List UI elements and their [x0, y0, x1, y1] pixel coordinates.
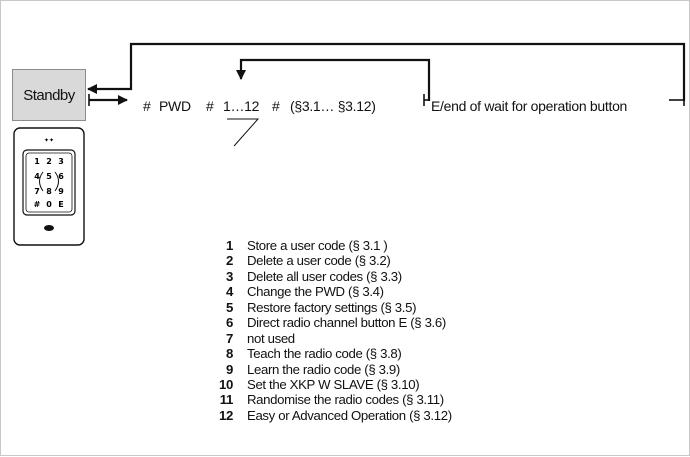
keypad-key: E — [58, 200, 63, 209]
end-of-wait-label: E/end of wait for operation button — [431, 98, 628, 114]
function-number: 9 — [226, 361, 233, 377]
standby-state-box: Standby — [12, 69, 86, 121]
keypad-key: 7 — [34, 187, 40, 196]
function-number: 6 — [226, 315, 233, 331]
keypad-key: 2 — [46, 157, 52, 166]
function-label: Teach the radio code (§ 3.8) — [247, 346, 402, 362]
function-number: 4 — [226, 284, 233, 300]
function-number: 8 — [226, 346, 233, 362]
function-list-item: 10 Set the XKP W SLAVE (§ 3.10) — [213, 377, 452, 392]
function-list-item: 8 Teach the radio code (§ 3.8) — [213, 346, 452, 361]
return-to-selection-arrow — [236, 58, 431, 101]
keypad-key: 1 — [34, 157, 40, 166]
selection-callout-pointer — [227, 118, 260, 147]
standby-label: Standby — [23, 86, 75, 104]
function-list-item: 4 Change the PWD (§ 3.4) — [213, 284, 452, 299]
function-number: 1 — [226, 238, 233, 253]
function-list-item: 3 Delete all user codes (§ 3.3) — [213, 269, 452, 284]
function-label: Store a user code (§ 3.1 ) — [247, 238, 388, 253]
function-label: Direct radio channel button E (§ 3.6) — [247, 315, 446, 331]
function-number: 11 — [219, 392, 234, 408]
function-list-item: 11 Randomise the radio codes (§ 3.11) — [213, 392, 452, 407]
keypad-key: 4 — [34, 172, 40, 181]
function-number: 5 — [226, 299, 233, 315]
function-number: 7 — [226, 330, 233, 346]
function-label: Delete a user code (§ 3.2) — [247, 253, 391, 269]
keypad-sensor-dot — [44, 225, 54, 231]
function-label: Change the PWD (§ 3.4) — [247, 284, 384, 300]
keypad-key: 9 — [58, 187, 64, 196]
function-label: Randomise the radio codes (§ 3.11) — [247, 392, 444, 408]
function-list-item: 1 Store a user code (§ 3.1 ) — [213, 238, 452, 253]
function-list-item: 12 Easy or Advanced Operation (§ 3.12) — [213, 408, 452, 423]
keypad-key: 3 — [58, 157, 64, 166]
function-number: 12 — [219, 407, 233, 423]
function-label: Delete all user codes (§ 3.3) — [247, 268, 402, 284]
function-list-item: 5 Restore factory settings (§ 3.5) — [213, 300, 452, 315]
function-list-item: 2 Delete a user code (§ 3.2) — [213, 253, 452, 268]
function-label: Set the XKP W SLAVE (§ 3.10) — [247, 376, 420, 392]
keypad-key: 5 — [46, 172, 52, 181]
section-range-label: (§3.1… §3.12) — [290, 98, 376, 114]
keypad-key: 6 — [58, 172, 64, 181]
function-number: 10 — [219, 376, 233, 392]
hash-symbol-2: # — [206, 98, 214, 114]
function-list: 1 Store a user code (§ 3.1 ) 2 Delete a use… — [213, 238, 452, 423]
function-list-item: 6 Direct radio channel button E (§ 3.6) — [213, 315, 452, 330]
function-number: 2 — [226, 253, 233, 269]
keypad-key: 8 — [46, 187, 52, 196]
return-to-standby-arrow — [87, 42, 686, 101]
hash-symbol-1: # — [143, 98, 151, 114]
function-range-label: 1…12 — [223, 98, 260, 114]
function-label: Easy or Advanced Operation (§ 3.12) — [247, 407, 452, 423]
function-label: Restore factory settings (§ 3.5) — [247, 299, 417, 315]
function-number: 3 — [226, 268, 233, 284]
keypad-key: 0 — [46, 200, 52, 209]
keypad-logo: ✦✦ — [44, 137, 54, 144]
function-list-item: 7 not used — [213, 331, 452, 346]
keypad-key: # — [34, 200, 41, 209]
function-list-item: 9 Learn the radio code (§ 3.9) — [213, 362, 452, 377]
function-label: Learn the radio code (§ 3.9) — [247, 361, 400, 377]
pwd-label: PWD — [159, 98, 191, 114]
hash-symbol-3: # — [272, 98, 280, 114]
function-label: not used — [247, 330, 295, 346]
